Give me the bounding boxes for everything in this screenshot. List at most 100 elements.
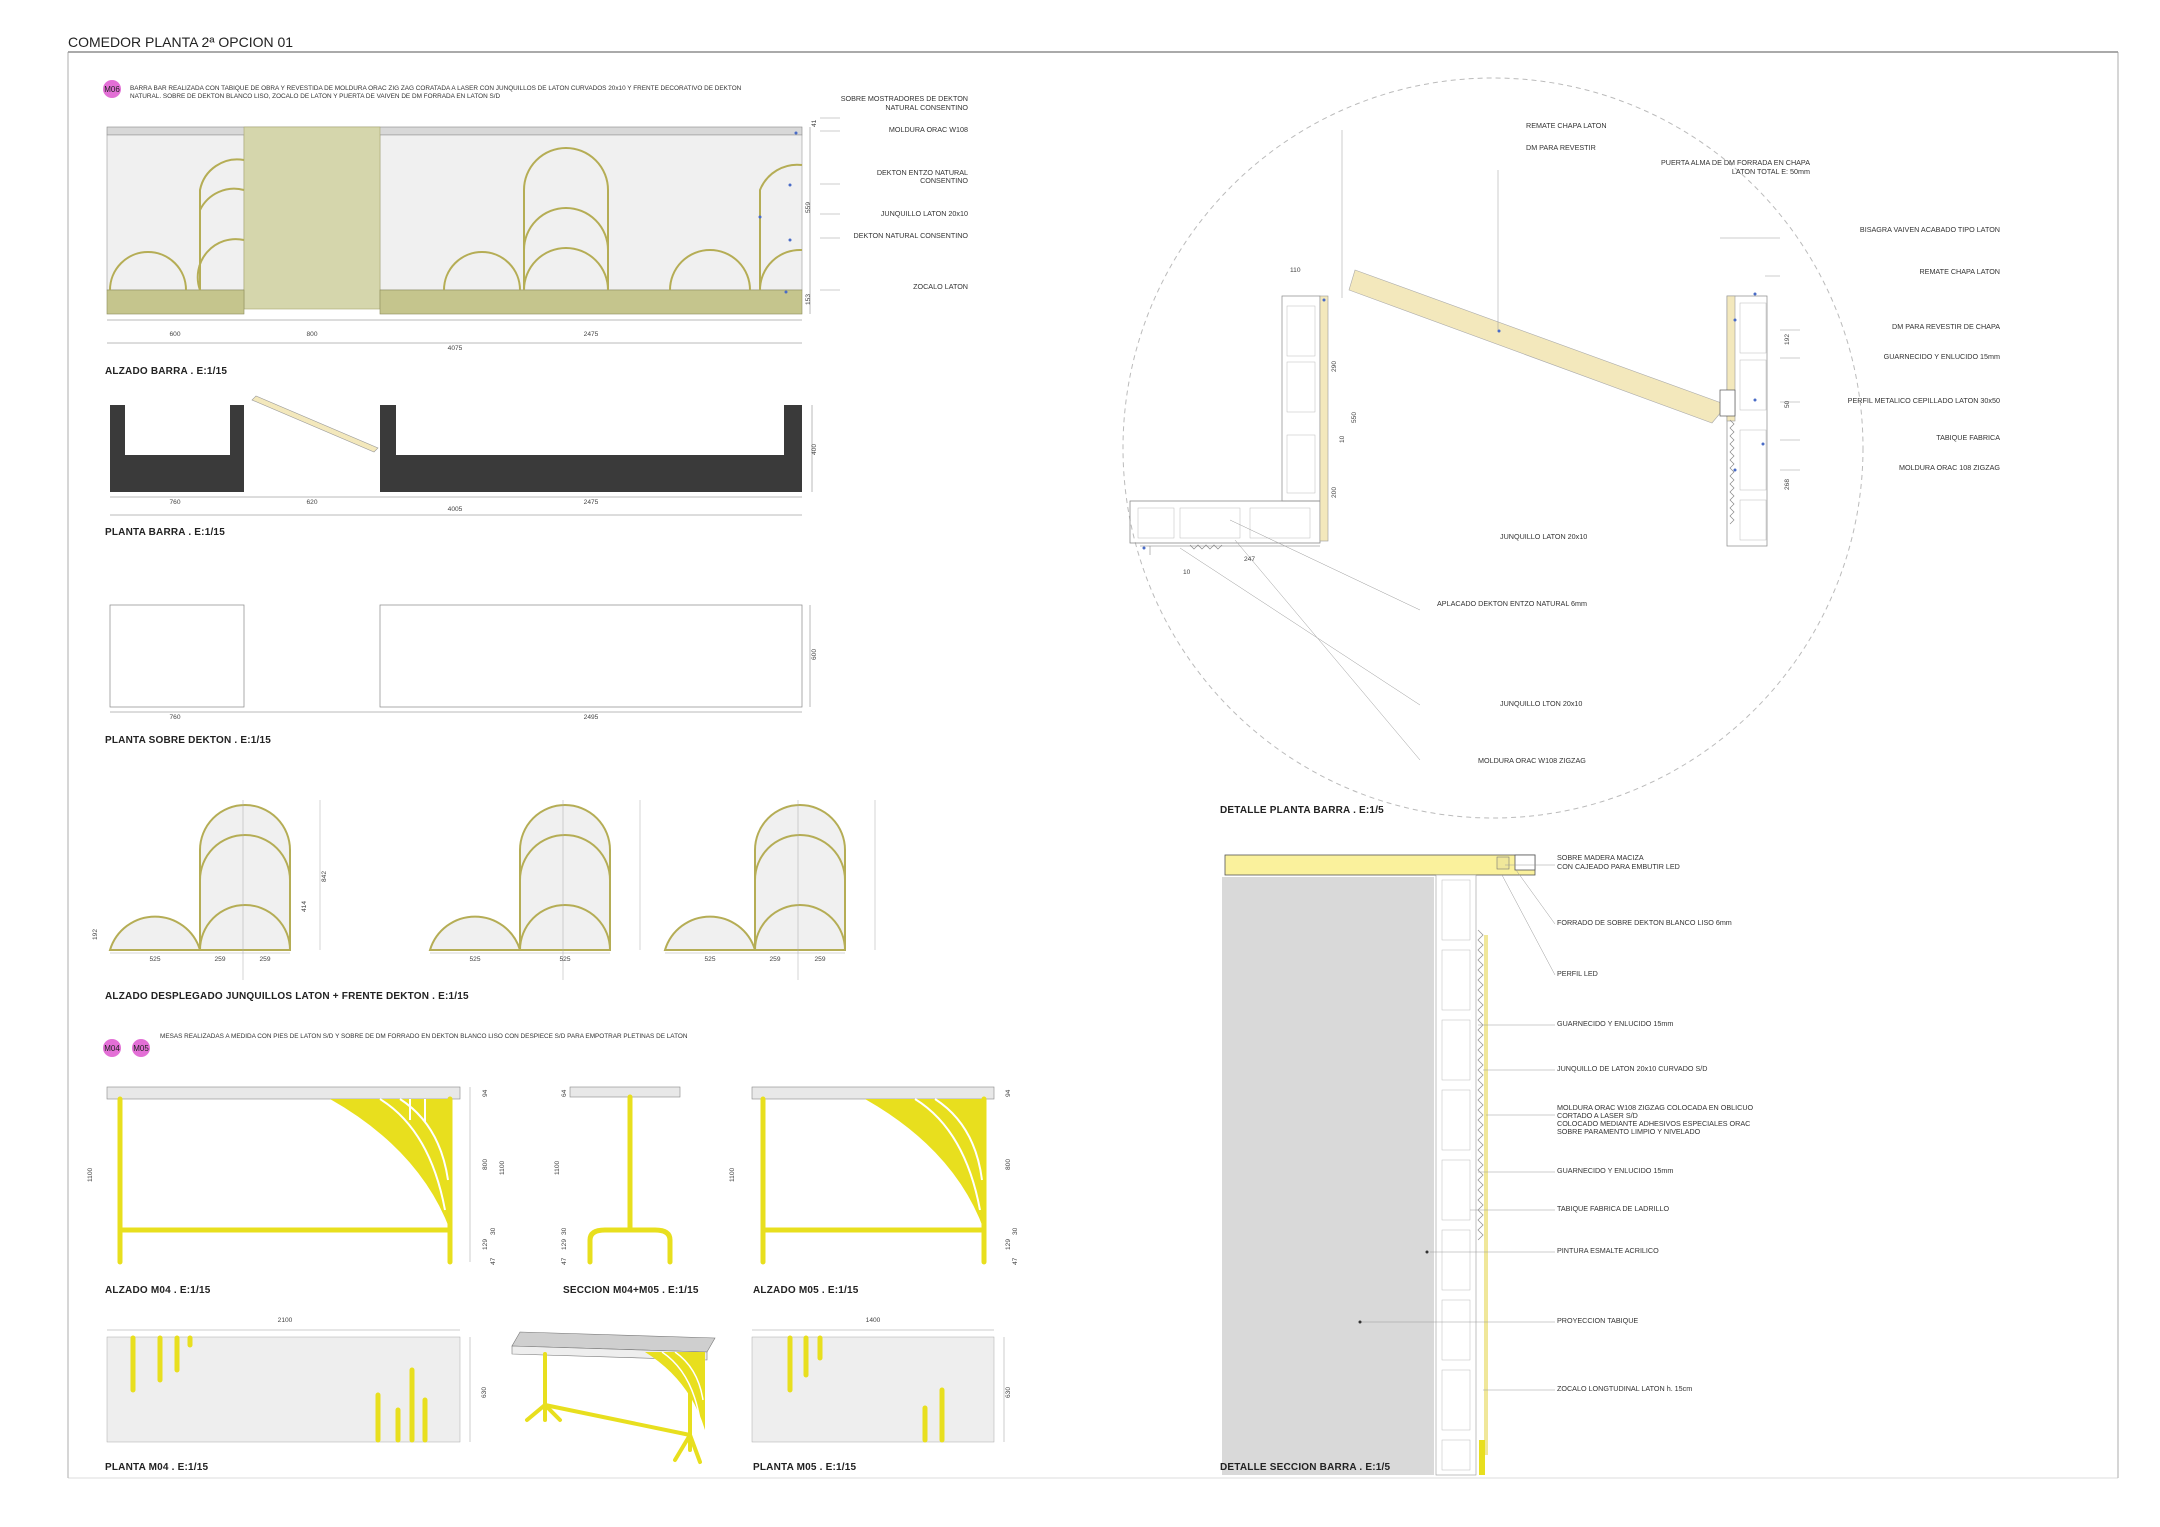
dim-desp-v842: 842 [321,870,328,882]
label-junquillo: JUNQUILLO LATON 20x10 [880,209,968,218]
label-guarnecido-2: GUARNECIDO Y ENLUCIDO 15mm [1557,1166,1674,1175]
mesa-perspective-drawing [511,1331,716,1464]
label-guarnecido: GUARNECIDO Y ENLUCIDO 15mm [1883,352,2000,361]
dim-600: 600 [169,331,181,338]
dim-2475-plan: 2475 [583,499,599,506]
dim-2475: 2475 [583,331,599,338]
dim-planta-2100: 2100 [277,1317,293,1324]
label-sobre-mostradores: SOBRE MOSTRADORES DE DEKTON [840,94,968,103]
dim-det-v200: 200 [1331,486,1338,498]
dim-det-v290: 290 [1331,360,1338,372]
dim-4075: 4075 [447,345,463,352]
label-tabique-fabrica: TABIQUE FABRICA [1936,433,2000,442]
label-moldura-oblicuo: MOLDURA ORAC W108 ZIGZAG COLOCADA EN OBL… [1557,1103,1754,1112]
dim-desp-b525b: 525 [559,956,571,963]
label-dekton-entzo: DEKTON ENTZO NATURAL [876,168,968,177]
label-sobre-madera: SOBRE MADERA MACIZA [1557,853,1644,862]
dim-760: 760 [169,499,181,506]
dim-det-v550: 550 [1351,411,1358,423]
dim-v-600: 600 [811,648,818,660]
dim-desp-v414: 414 [301,900,308,912]
label-proyeccion-tabique: PROYECCION TABIQUE [1557,1316,1639,1325]
dim-m04-47: 47 [490,1257,497,1265]
dim-desp-c259b: 259 [814,956,826,963]
dim-m05-800: 800 [1005,1158,1012,1170]
tag-m05: M05 [132,1039,150,1057]
dim-m04-1100: 1100 [87,1167,94,1182]
label-tabique-ladrillo: TABIQUE FABRICA DE LADRILLO [1557,1204,1670,1213]
title-detalle-seccion: DETALLE SECCION BARRA . E:1/5 [1220,1462,1391,1473]
title-seccion-m04-m05: SECCION M04+M05 . E:1/15 [563,1285,699,1296]
label-zocalo-laton: ZOCALO LATON [913,282,968,291]
dim-planta-1400: 1400 [865,1317,881,1324]
dim-det-v50: 50 [1784,400,1791,408]
label-perfil-metalico: PERFIL METALICO CEPILLADO LATON 30x50 [1847,396,2000,405]
label-forrado-dekton: FORRADO DE SOBRE DEKTON BLANCO LISO 6mm [1557,918,1732,927]
label-junquillo-plan: JUNQUILLO LATON 20x10 [1500,532,1588,541]
alzado-desplegado-drawing [108,800,876,980]
dim-m05-94: 94 [1005,1089,1012,1097]
dim-v-153: 153 [805,293,812,305]
title-planta-m05: PLANTA M05 . E:1/15 [753,1462,857,1473]
tag-m04: M04 [103,1039,121,1057]
dim-det-10: 10 [1183,569,1191,576]
dim-det-110: 110 [1290,267,1301,274]
alzado-m05-drawing [751,1086,995,1265]
m04-m05-note: MESAS REALIZADAS A MEDIDA CON PIES DE LA… [160,1033,688,1040]
dim-m04-800: 800 [482,1158,489,1170]
title-alzado-m04: ALZADO M04 . E:1/15 [105,1285,211,1296]
label-moldura-paramento: SOBRE PARAMENTO LIMPIO Y NIVELADO [1557,1127,1701,1136]
sheet-title: COMEDOR PLANTA 2ª OPCION 01 [68,34,294,50]
dim-m05-30: 30 [1012,1227,1019,1235]
seccion-m04-m05-drawing [569,1086,681,1265]
label-pintura-esmalte: PINTURA ESMALTE ACRILICO [1557,1246,1659,1255]
dim-m04-30: 30 [490,1227,497,1235]
dim-m04-1100b: 1100 [499,1160,506,1175]
title-alzado-m05: ALZADO M05 . E:1/15 [753,1285,859,1296]
m06-note-line2: NATURAL. SOBRE DE DEKTON BLANCO LISO, ZO… [130,93,501,100]
detalle-planta-drawing [1122,77,1864,819]
dim-desp-b525: 525 [469,956,481,963]
label-puerta-alma-2: LATON TOTAL E: 50mm [1731,167,1810,176]
planta-m04-drawing [106,1329,471,1443]
dim-desp-a525: 525 [149,956,161,963]
label-remate-chapa-2: REMATE CHAPA LATON [1919,267,2000,276]
label-dm-chapa: DM PARA REVESTIR DE CHAPA [1892,322,2000,331]
dim-800: 800 [306,331,318,338]
dim-sec-30: 30 [561,1227,568,1235]
alzado-barra-drawing [106,117,840,344]
label-moldura-laser: CORTADO A LASER S/D [1557,1111,1638,1120]
detalle-seccion-drawing [1222,854,1556,1476]
dim-m05-1100: 1100 [729,1167,736,1182]
title-detalle-planta: DETALLE PLANTA BARRA . E:1/5 [1220,805,1384,816]
title-planta-sobre: PLANTA SOBRE DEKTON . E:1/15 [105,735,271,746]
label-moldura-w108: MOLDURA ORAC W108 ZIGZAG [1478,756,1586,765]
dim-det-247: 247 [1244,556,1256,563]
dim-det-v268: 268 [1784,478,1791,490]
label-dekton-natural: DEKTON NATURAL CONSENTINO [853,231,968,240]
dim-sec-129: 129 [561,1238,568,1250]
planta-m05-drawing [751,1329,1005,1443]
dim-desp-a259b: 259 [259,956,271,963]
planta-sobre-drawing [109,604,811,713]
dim-sec-1100: 1100 [554,1160,561,1175]
dim-planta-630b: 630 [1005,1386,1012,1398]
label-sobre-madera-2: CON CAJEADO PARA EMBUTIR LED [1557,862,1680,871]
title-alzado-desplegado: ALZADO DESPLEGADO JUNQUILLOS LATON + FRE… [105,991,469,1002]
dim-planta-630: 630 [481,1386,488,1398]
tag-m06: M06 [103,80,121,98]
dim-desp-c259: 259 [769,956,781,963]
m06-note-line1: BARRA BAR REALIZADA CON TABIQUE DE OBRA … [130,85,742,92]
dim-desp-c525: 525 [704,956,716,963]
title-alzado-barra: ALZADO BARRA . E:1/15 [105,366,228,377]
dim-620: 620 [306,499,318,506]
dim-v-559: 559 [805,201,812,213]
title-planta-barra: PLANTA BARRA . E:1/15 [105,527,225,538]
label-moldura-adhesivos: COLOCADO MEDIANTE ADHESIVOS ESPECIALES O… [1557,1119,1751,1128]
dim-sobre-2495: 2495 [583,714,599,721]
label-dm-para-revestir: DM PARA REVESTIR [1526,143,1596,152]
label-guarnecido-1: GUARNECIDO Y ENLUCIDO 15mm [1557,1019,1674,1028]
dim-m04-94: 94 [482,1089,489,1097]
label-remate-chapa-laton: REMATE CHAPA LATON [1526,121,1607,130]
planta-barra-drawing [110,395,813,516]
